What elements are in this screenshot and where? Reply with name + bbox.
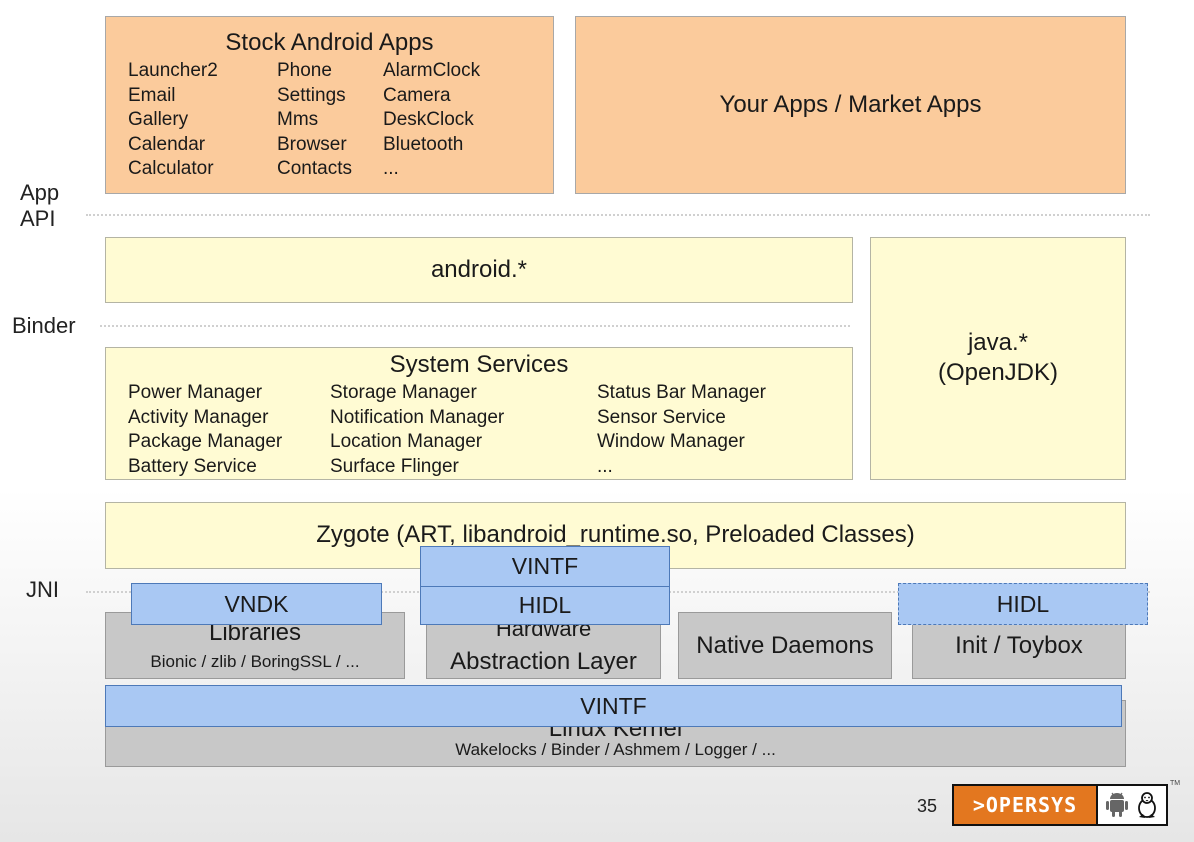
logo-text: >OPERSYS — [954, 786, 1098, 824]
app-api-label: App API — [20, 180, 60, 231]
libraries-subtitle: Bionic / zlib / BoringSSL / ... — [150, 652, 360, 671]
vndk-label: VNDK — [224, 591, 289, 617]
java-api-box: java.* (OpenJDK) — [870, 237, 1126, 480]
stock-apps-box: Stock Android Apps Launcher2 Email Galle… — [105, 16, 554, 194]
stock-apps-column-2: Phone Settings Mms Browser Contacts — [277, 59, 352, 182]
service-item: Activity Manager — [128, 406, 269, 428]
stock-apps-title: Stock Android Apps — [225, 29, 434, 56]
hidl-center-overlay: HIDL — [420, 586, 670, 625]
hidl-right-overlay: HIDL — [898, 583, 1148, 625]
jni-label: JNI — [26, 577, 59, 602]
services-column-3: Status Bar Manager Sensor Service Window… — [597, 381, 766, 479]
service-item: Battery Service — [128, 455, 257, 477]
stock-apps-column-1: Launcher2 Email Gallery Calendar Calcula… — [128, 59, 218, 182]
app-item: DeskClock — [383, 109, 474, 130]
init-toybox-title: Init / Toybox — [955, 631, 1083, 659]
native-daemons-box: Native Daemons — [678, 612, 892, 679]
android-api-title: android.* — [430, 256, 528, 283]
kernel-subtitle: Wakelocks / Binder / Ashmem / Logger / .… — [455, 740, 776, 759]
vintf-top-label: VINTF — [511, 553, 579, 579]
app-item: Browser — [277, 133, 347, 155]
service-item: Power Manager — [128, 382, 263, 403]
hidl-center-label: HIDL — [518, 592, 572, 618]
logo-icons — [1098, 786, 1166, 824]
app-item: Bluetooth — [383, 133, 464, 155]
vndk-overlay: VNDK — [131, 583, 382, 625]
app-item: Email — [128, 84, 176, 106]
app-item: Mms — [277, 109, 319, 130]
app-item: Contacts — [277, 158, 352, 179]
services-column-1: Power Manager Activity Manager Package M… — [128, 381, 282, 479]
app-item: Settings — [277, 84, 346, 106]
service-item: Package Manager — [128, 431, 283, 452]
java-api-title: java.* — [967, 329, 1029, 356]
system-services-title: System Services — [389, 351, 569, 378]
vintf-bottom-overlay: VINTF — [105, 685, 1122, 727]
app-item: ... — [383, 158, 399, 179]
zygote-title: Zygote (ART, libandroid_runtime.so, Prel… — [316, 521, 915, 548]
app-item: Camera — [383, 84, 451, 106]
android-api-box: android.* — [105, 237, 853, 303]
stock-apps-column-3: AlarmClock Camera DeskClock Bluetooth ..… — [383, 59, 480, 182]
service-item: Storage Manager — [330, 382, 477, 403]
app-api-divider — [86, 214, 1150, 216]
service-item: Sensor Service — [597, 406, 726, 428]
vintf-top-overlay: VINTF — [420, 546, 670, 587]
app-item: Launcher2 — [128, 60, 218, 81]
service-item: Notification Manager — [330, 406, 505, 428]
hal-title-line2: Abstraction Layer — [450, 648, 637, 675]
your-apps-box: Your Apps / Market Apps — [575, 16, 1126, 194]
service-item: Location Manager — [330, 431, 483, 452]
native-daemons-title: Native Daemons — [696, 631, 874, 659]
vintf-bottom-label: VINTF — [580, 693, 647, 719]
service-item: ... — [597, 455, 613, 477]
your-apps-title: Your Apps / Market Apps — [719, 91, 982, 118]
system-services-box: System Services Power Manager Activity M… — [105, 347, 853, 480]
app-item: Calendar — [128, 133, 206, 155]
service-item: Surface Flinger — [330, 455, 459, 477]
app-item: AlarmClock — [383, 60, 481, 81]
binder-label: Binder — [12, 313, 76, 338]
services-column-2: Storage Manager Notification Manager Loc… — [330, 381, 504, 479]
app-item: Phone — [277, 60, 332, 81]
service-item: Window Manager — [597, 431, 745, 452]
android-robot-icon — [1106, 792, 1128, 817]
service-item: Status Bar Manager — [597, 382, 766, 403]
binder-divider — [100, 325, 850, 327]
hidl-right-label: HIDL — [996, 591, 1050, 617]
trademark-mark: TM — [1170, 780, 1181, 787]
app-item: Calculator — [128, 158, 214, 179]
linux-penguin-icon — [1138, 792, 1156, 818]
java-api-subtitle: (OpenJDK) — [937, 359, 1059, 386]
app-item: Gallery — [128, 109, 189, 130]
page-number: 35 — [917, 796, 938, 816]
opersys-logo: >OPERSYS — [952, 784, 1168, 826]
